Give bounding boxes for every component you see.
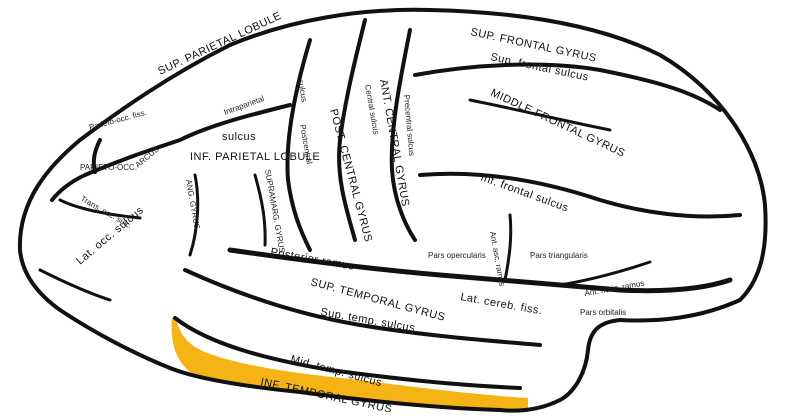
label-inf-parietal-lobule: INF. PARIETAL LOBULE: [190, 151, 320, 163]
label-inf-frontal-sulcus: Inf. frontal sulcus: [479, 172, 570, 215]
label-ant-horiz-ramus: Ant. horiz. ramus: [584, 279, 645, 298]
label-arcus: ARCUS: [134, 145, 161, 170]
label-lat-cereb-fiss: Lat. cereb. fiss.: [459, 291, 543, 317]
ant-asc-ramus: [503, 213, 513, 282]
label-central-sulcus: Central sulcus: [363, 84, 381, 135]
label-sup-frontal-gyrus: SUP. FRONTAL GYRUS: [469, 26, 597, 64]
supramarginal-curve: [253, 173, 267, 247]
lat-occ-sulcus: [38, 268, 112, 302]
sup-frontal-sulcus: [413, 62, 722, 112]
precentral-sulcus: [389, 28, 417, 242]
label-parieto-occ: PARIETO-OCC.: [80, 163, 137, 172]
label-sulcus-postcentral: sulcus: [296, 79, 309, 103]
trans-occ-sulcus: [58, 198, 142, 220]
sup-temporal-sulcus: [183, 268, 542, 347]
central-sulcus: [337, 18, 367, 242]
intraparietal-sulcus: [50, 103, 292, 202]
parieto-occipital-fissure: [91, 138, 102, 174]
ant-horiz-ramus: [558, 260, 652, 287]
middle-frontal-curve: [468, 98, 612, 132]
label-pars-orbitalis: Pars orbitalis: [580, 308, 626, 317]
angular-curve: [188, 173, 200, 257]
brain-outline: [17, 7, 768, 413]
label-middle-frontal-gyrus: MIDDLE FRONTAL GYRUS: [489, 87, 627, 160]
label-sup-parietal-lobule: SUP. PARIETAL LOBULE: [156, 10, 283, 78]
inf-temporal-gyrus-highlight: [171, 318, 528, 412]
label-pars-triangularis: Pars triangularis: [530, 251, 588, 260]
label-precentral: Precentral sulcus: [402, 94, 416, 156]
postcentral-sulcus: [285, 38, 312, 252]
label-pars-opercularis: Pars opercularis: [428, 251, 486, 260]
label-sulcus-ip: sulcus: [222, 131, 256, 143]
mid-temporal-sulcus: [173, 316, 522, 390]
inf-frontal-sulcus: [418, 171, 742, 219]
